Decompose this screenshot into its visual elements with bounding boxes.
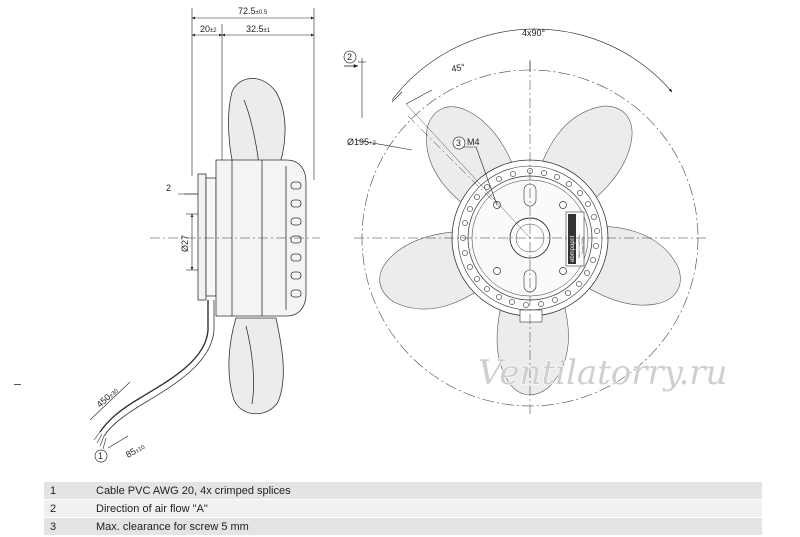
front-label-plate: ebmpapst Made in Germany Tested 100%: [565, 211, 585, 267]
legend-row: 1 Cable PVC AWG 20, 4x crimped splices: [44, 482, 762, 500]
side-blade-lower: [228, 317, 284, 415]
side-view: [93, 78, 320, 450]
svg-text:1: 1: [98, 451, 103, 461]
svg-text:Tested 100%: Tested 100%: [581, 236, 585, 254]
svg-text:3: 3: [456, 138, 461, 148]
callout-cable: 1: [94, 449, 108, 463]
screw-label: M4: [467, 137, 480, 147]
front-dimensions: [355, 28, 673, 239]
flange-thickness-label: 2: [166, 183, 171, 193]
front-cable-exit: [519, 309, 543, 323]
svg-text:Made in Germany: Made in Germany: [577, 234, 581, 258]
callout-airflow: 2: [343, 50, 359, 68]
overall-length-label: 72.5±0.5: [238, 6, 268, 16]
legend-row: 3 Max. clearance for screw 5 mm: [44, 517, 762, 536]
side-dimension-labels: 72.5±0.5 20±2 32.5±1 2 Ø27 450±30 85±10 …: [94, 6, 271, 463]
hole-pattern-label: 4x90°: [522, 28, 546, 38]
legend-text: Cable PVC AWG 20, 4x crimped splices: [90, 482, 762, 500]
strip-length-label: 85±10: [124, 441, 147, 460]
front-dimension-labels: 4x90° 45° Ø195+2 M4 3 2: [343, 28, 546, 150]
legend-table: 1 Cable PVC AWG 20, 4x crimped splices 2…: [44, 482, 762, 536]
fan-diameter-label: Ø195+2: [347, 137, 377, 147]
side-cable: [99, 300, 209, 433]
shaft-diameter-label: Ø27: [180, 235, 190, 252]
cable-length-label: 450±30: [95, 385, 121, 410]
front-vent-holes: [460, 168, 600, 308]
legend-text: Max. clearance for screw 5 mm: [90, 517, 762, 536]
technical-drawing: 72.5±0.5 20±2 32.5±1 2 Ø27 450±30 85±10 …: [89, 6, 728, 463]
side-cooling-holes: [290, 181, 302, 298]
motor-length-label: 32.5±1: [246, 24, 271, 34]
legend-row: 2 Direction of air flow "A": [44, 499, 762, 518]
svg-text:2: 2: [347, 52, 352, 62]
svg-text:ebmpapst: ebmpapst: [570, 235, 576, 262]
legend-number: 1: [44, 482, 90, 500]
legend-number: 3: [44, 517, 90, 536]
margin-mark: [14, 384, 21, 385]
callout-screw: 3: [452, 136, 466, 150]
legend-number: 2: [44, 499, 90, 518]
side-flange: [197, 173, 207, 301]
legend-text: Direction of air flow "A": [90, 499, 762, 518]
angle-label: 45°: [451, 62, 467, 74]
side-blade-upper: [228, 78, 286, 177]
hub-depth-label: 20±2: [200, 24, 217, 34]
side-dimensions: [89, 8, 315, 449]
watermark: Ventilatorry.ru: [478, 353, 727, 393]
